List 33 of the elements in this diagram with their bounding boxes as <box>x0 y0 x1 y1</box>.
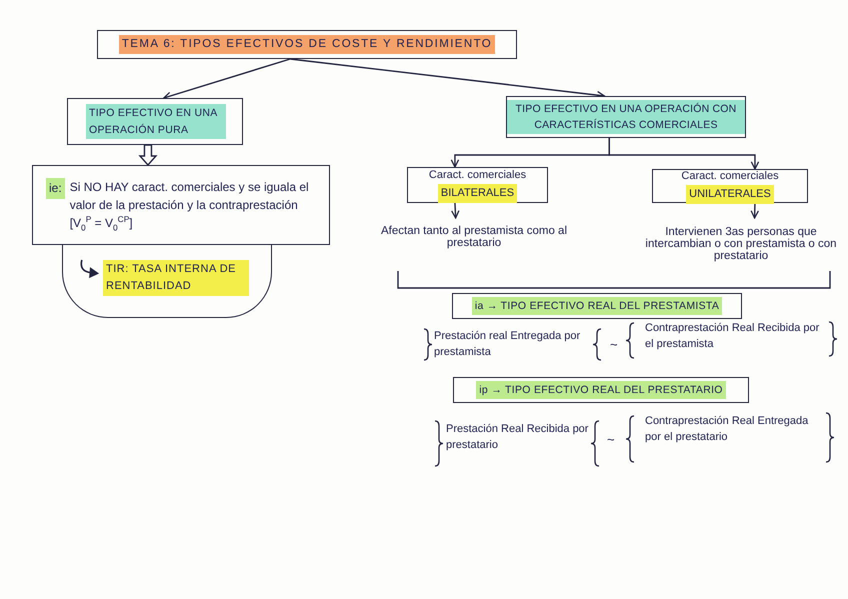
concept-box <box>407 167 548 203</box>
box-text: BILATERALES <box>438 184 518 204</box>
arrow <box>750 202 759 219</box>
arrow <box>608 138 760 170</box>
concept-box <box>452 293 742 319</box>
arrow <box>163 58 290 100</box>
concept-box <box>652 169 808 203</box>
rounded-bracket-box <box>62 245 272 318</box>
box-text: Caract. comerciales <box>428 168 526 181</box>
title-box <box>97 30 517 59</box>
box-text: TIPO EFECTIVO EN UNA OPERACIÓN CON CARACTERÍSTICAS COMERCIALES <box>507 100 745 134</box>
approx-sign: ~ <box>610 336 619 354</box>
box-text: ip → TIPO EFECTIVO REAL DEL PRESTATARIO <box>476 380 726 400</box>
concept-box <box>453 377 749 403</box>
concept-box <box>67 98 243 145</box>
formula-text: Contraprestación Real Recibida por el prestamista <box>645 321 820 352</box>
arrow <box>451 202 460 219</box>
box-text: Caract. comerciales <box>681 170 779 182</box>
formula-text: Prestación real Entregada por prestamista <box>434 329 582 360</box>
formula-text: Contraprestación Real Entregada por el prestatario <box>645 414 810 445</box>
box-text: ia → TIPO EFECTIVO REAL DEL PRESTAMISTA <box>472 296 722 316</box>
box-text: TIPO EFECTIVO EN UNA OPERACIÓN PURA <box>86 104 226 139</box>
box-text: ie: <box>46 178 65 199</box>
block-arrow <box>138 144 158 166</box>
box-text: Si NO HAY caract. comerciales y se iguala el valor de la prestación y la contraprestación [V$_{0}$$^{P}$ = V$_{0}$$^{CP}$] <box>70 179 310 232</box>
box-text: TIR: TASA INTERNA DE RENTABILIDAD <box>103 260 249 296</box>
concept-box <box>32 165 330 245</box>
title-text: TEMA 6: TIPOS EFECTIVOS DE COSTE Y RENDIMIENTO <box>118 34 496 54</box>
formula-text: Prestación Real Recibida por prestatario <box>446 422 590 453</box>
box-text: UNILATERALES <box>686 185 774 204</box>
note-text: Afectan tanto al prestamista como al prestatario <box>372 218 576 256</box>
approx-sign: ~ <box>607 431 616 449</box>
note-text: Intervienen 3as personas que intercambian o con prestamista o con prestatario <box>644 218 838 270</box>
